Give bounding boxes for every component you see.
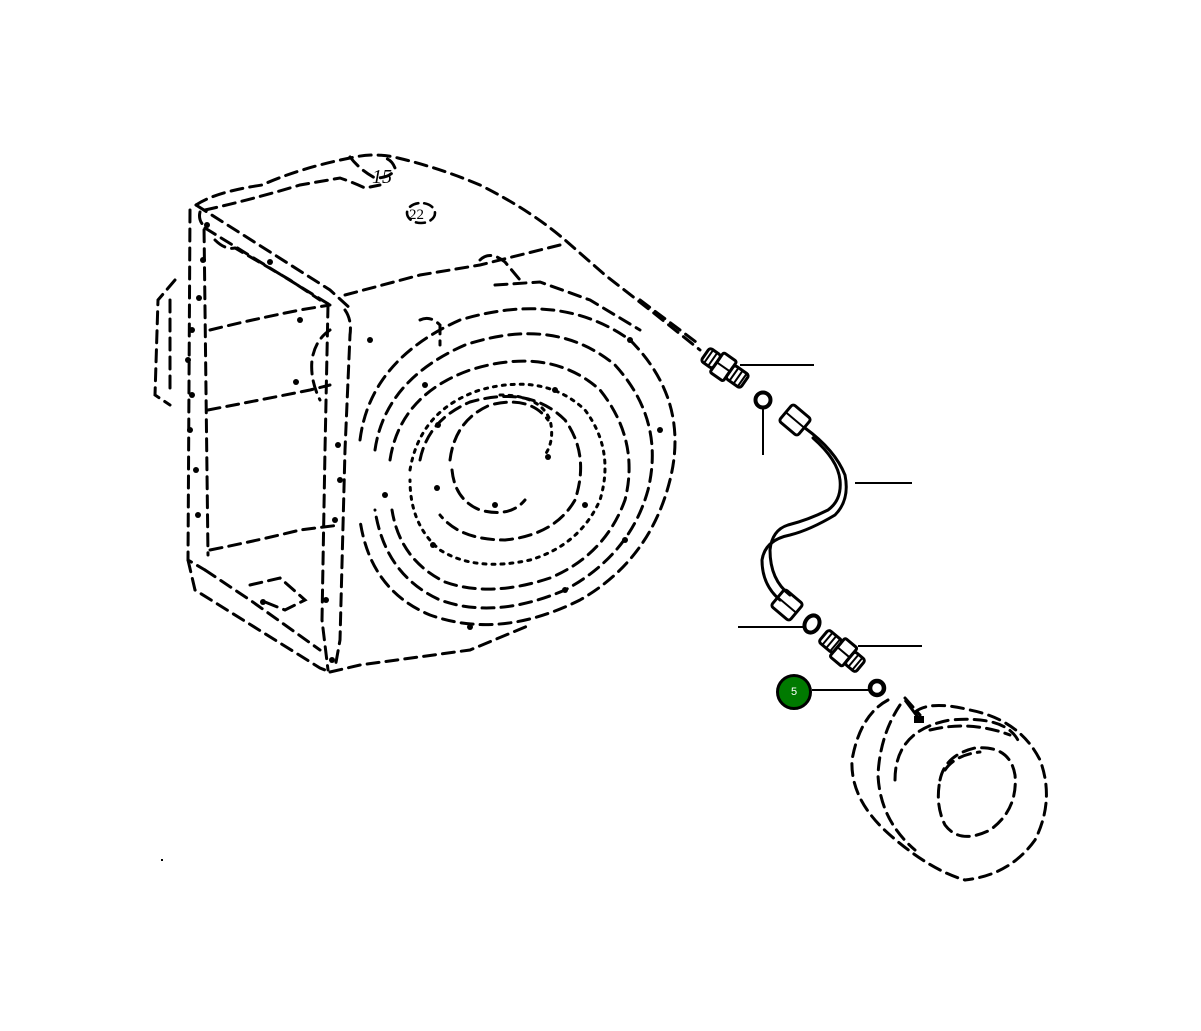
upper-sealing-washer [753,390,773,410]
sealing-washer-5 [867,678,887,698]
lower-sealing-washer [802,613,822,635]
housing-boss-22 [405,201,437,225]
oil-pipe [760,403,848,622]
upper-union-fitting [700,347,750,389]
housing-mark-15: 15 [372,166,392,188]
transmission-housing: 15 22 [153,153,702,674]
leader-lines [738,364,922,691]
housing-bell [358,307,677,630]
filter-housing [850,696,1048,882]
callout-5-label: 5 [790,686,798,698]
callout-5[interactable]: 5 [776,674,812,710]
lower-union-fitting [818,629,866,673]
flange-bolt-holes [185,222,373,663]
housing-mark-22: 22 [409,207,424,223]
scan-speck [161,859,163,861]
